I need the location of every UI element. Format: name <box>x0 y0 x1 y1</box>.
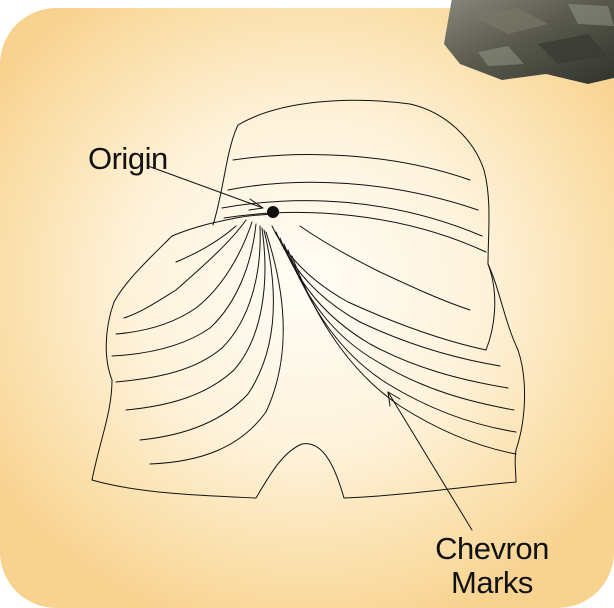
chevron-line <box>150 232 283 464</box>
chevron-line <box>116 226 260 382</box>
upper-arc <box>233 155 470 180</box>
chevron-line <box>116 222 252 334</box>
chevron-pointer-line <box>388 392 472 530</box>
chevron-marks-label: Chevron Marks <box>412 532 572 600</box>
origin-pointer-arrowhead <box>249 199 263 210</box>
body-outline <box>92 236 172 480</box>
origin-marker <box>267 206 279 218</box>
chevron-label-line2: Marks <box>412 566 572 600</box>
body-outline <box>172 214 272 236</box>
upper-arc <box>224 212 486 252</box>
chevron-line <box>124 220 246 318</box>
chevron-line <box>126 228 265 410</box>
chevron-line <box>288 250 516 432</box>
chevron-line <box>284 244 514 410</box>
chevron-line <box>300 226 470 310</box>
body-outline <box>92 444 516 498</box>
chevron-label-line1: Chevron <box>412 532 572 566</box>
upper-block-outline <box>213 100 489 264</box>
chevron-line <box>276 232 500 366</box>
chevron-line <box>112 224 256 356</box>
chevron-line <box>292 256 516 454</box>
upper-arc <box>222 201 482 236</box>
origin-label: Origin <box>88 142 168 176</box>
chevron-line <box>140 230 273 440</box>
upper-arc <box>228 182 478 210</box>
chevron-line <box>280 238 508 388</box>
body-outline <box>488 264 525 482</box>
